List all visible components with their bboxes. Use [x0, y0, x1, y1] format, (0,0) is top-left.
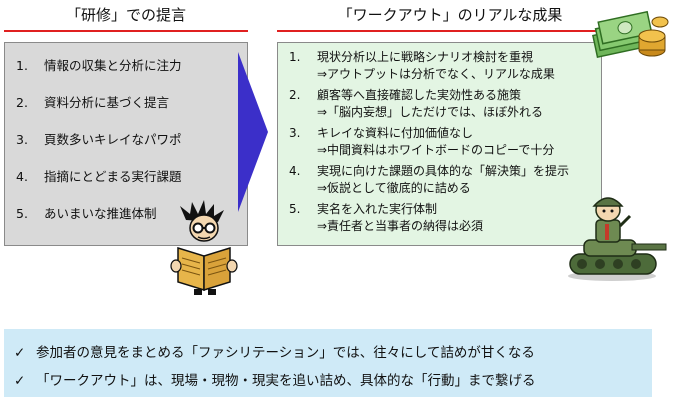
- right-panel-title: 「ワークアウト」のリアルな成果: [337, 6, 563, 24]
- left-title-underline: [4, 30, 248, 32]
- check-icon: ✓: [14, 373, 26, 389]
- list-item: 5.あいまいな推進体制: [16, 206, 157, 221]
- training-recommendations-panel: 1.情報の収集と分析に注力 2.資料分析に基づく提言 3.頁数多いキレイなパワポ…: [4, 42, 248, 246]
- list-item: 5.実名を入れた実行体制 ⇒責任者と当事者の納得は必須: [289, 202, 484, 233]
- tank-soldier-clipart-icon: [568, 197, 667, 281]
- list-item: 2.資料分析に基づく提言: [16, 95, 170, 110]
- list-item: 1.現状分析以上に戦略シナリオ検討を重視 ⇒アウトプットは分析でなく、リアルな成…: [289, 50, 555, 81]
- check-icon: ✓: [14, 345, 26, 361]
- list-item: 2.顧客等へ直接確認した実効性ある施策 ⇒「脳内妄想」しただけでは、ほぼ外れる: [289, 88, 544, 119]
- list-item: 3.キレイな資料に付加価値なし ⇒中間資料はホワイトボードのコピーで十分: [289, 126, 555, 157]
- list-item: 1.情報の収集と分析に注力: [16, 58, 182, 73]
- list-item: 4.実現に向けた課題の具体的な「解決策」を提示 ⇒仮説として徹底的に詰める: [289, 164, 570, 195]
- list-item: 4.指摘にとどまる実行課題: [16, 169, 182, 184]
- arrow-right-icon: [238, 52, 268, 212]
- money-stack-clipart-icon: [592, 10, 669, 58]
- workout-results-panel: 1.現状分析以上に戦略シナリオ検討を重視 ⇒アウトプットは分析でなく、リアルな成…: [277, 42, 602, 246]
- right-title-underline: [277, 30, 623, 32]
- list-item: 3.頁数多いキレイなパワポ: [16, 132, 182, 147]
- summary-point: ✓「ワークアウト」は、現場・現物・現実を追い詰め、具体的な「行動」まで繋げる: [14, 373, 536, 389]
- left-panel-title: 「研修」での提言: [65, 6, 186, 24]
- summary-point: ✓参加者の意見をまとめる「ファシリテーション」では、往々にして詰めが甘くなる: [14, 345, 535, 361]
- reading-man-clipart-icon: [170, 200, 238, 295]
- summary-box: ✓参加者の意見をまとめる「ファシリテーション」では、往々にして詰めが甘くなる ✓…: [4, 329, 652, 397]
